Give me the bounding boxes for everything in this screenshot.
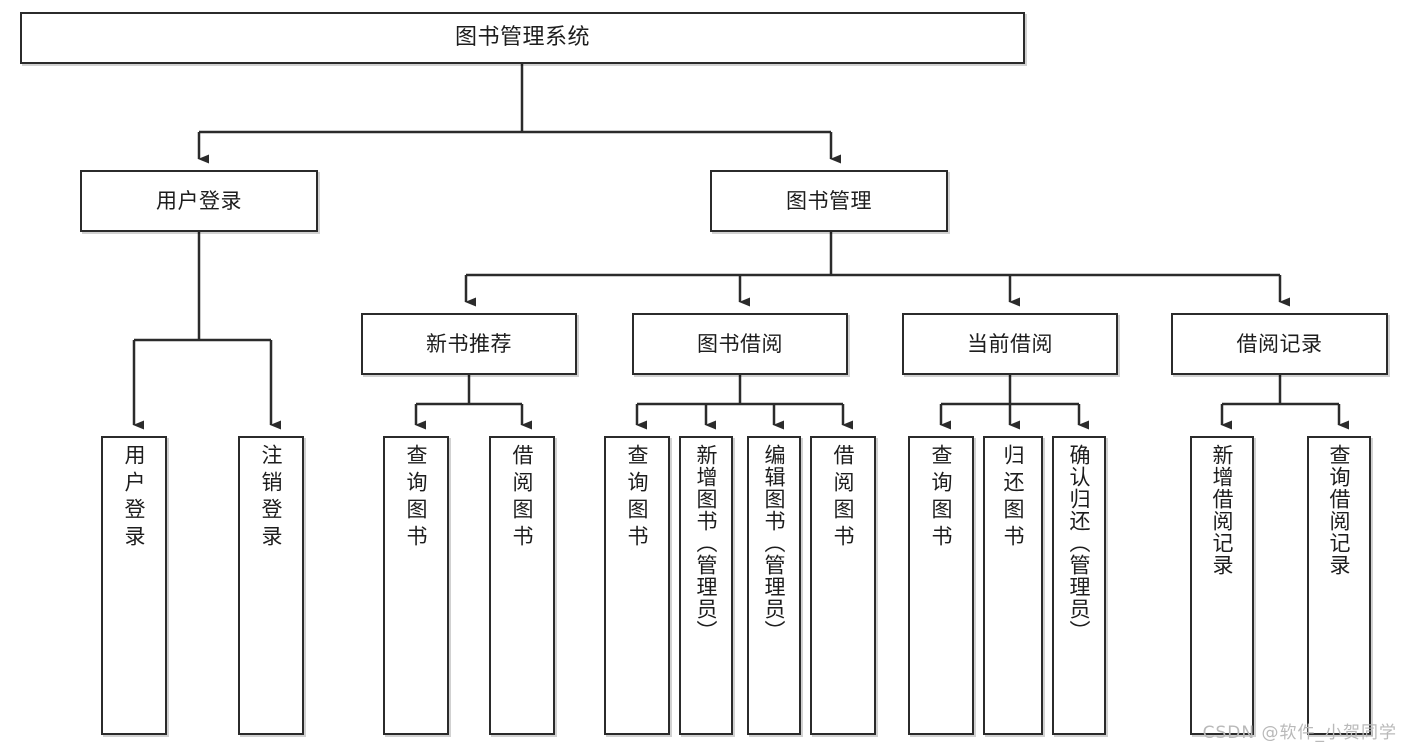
leaf-borrow-book[interactable]: 借阅图书: [810, 436, 876, 735]
node-label: 注销登录: [259, 444, 284, 552]
node-label: 图书管理: [786, 188, 872, 213]
node-label: 查询图书: [404, 444, 429, 552]
node-root-system[interactable]: 图书管理系统: [20, 12, 1025, 64]
leaf-query-book-recommend[interactable]: 查询图书: [383, 436, 449, 735]
node-label: 用户登录: [156, 188, 242, 213]
node-borrow-record[interactable]: 借阅记录: [1171, 313, 1388, 375]
node-label: 当前借阅: [967, 331, 1053, 356]
node-label: 确认归还（管理员）: [1067, 444, 1092, 642]
leaf-confirm-return-admin[interactable]: 确认归还（管理员）: [1052, 436, 1106, 735]
node-label: 图书管理系统: [454, 25, 590, 51]
node-new-book-recommend[interactable]: 新书推荐: [361, 313, 577, 375]
node-label: 新增图书（管理员）: [694, 444, 719, 642]
node-label: 新增借阅记录: [1210, 444, 1235, 576]
leaf-query-borrow-record[interactable]: 查询借阅记录: [1307, 436, 1371, 735]
node-label: 归还图书: [1001, 444, 1026, 552]
node-label: 新书推荐: [426, 331, 512, 356]
node-label: 借阅记录: [1236, 331, 1323, 356]
leaf-edit-book-admin[interactable]: 编辑图书（管理员）: [747, 436, 801, 735]
node-label: 借阅图书: [510, 444, 535, 552]
leaf-borrow-book-recommend[interactable]: 借阅图书: [489, 436, 555, 735]
node-current-borrow[interactable]: 当前借阅: [902, 313, 1118, 375]
leaf-user-login[interactable]: 用户登录: [101, 436, 167, 735]
node-label: 用户登录: [122, 444, 147, 552]
node-label: 查询图书: [625, 444, 650, 552]
node-label: 借阅图书: [831, 444, 856, 552]
node-book-borrow[interactable]: 图书借阅: [632, 313, 848, 375]
node-user-login[interactable]: 用户登录: [80, 170, 318, 232]
node-label: 查询图书: [929, 444, 954, 552]
node-label: 查询借阅记录: [1327, 444, 1352, 576]
leaf-return-book[interactable]: 归还图书: [983, 436, 1043, 735]
leaf-query-book-current[interactable]: 查询图书: [908, 436, 974, 735]
leaf-query-book-borrow[interactable]: 查询图书: [604, 436, 670, 735]
leaf-logout[interactable]: 注销登录: [238, 436, 304, 735]
node-label: 编辑图书（管理员）: [762, 444, 787, 642]
leaf-add-book-admin[interactable]: 新增图书（管理员）: [679, 436, 733, 735]
leaf-add-borrow-record[interactable]: 新增借阅记录: [1190, 436, 1254, 735]
node-book-management[interactable]: 图书管理: [710, 170, 948, 232]
node-label: 图书借阅: [697, 331, 783, 356]
